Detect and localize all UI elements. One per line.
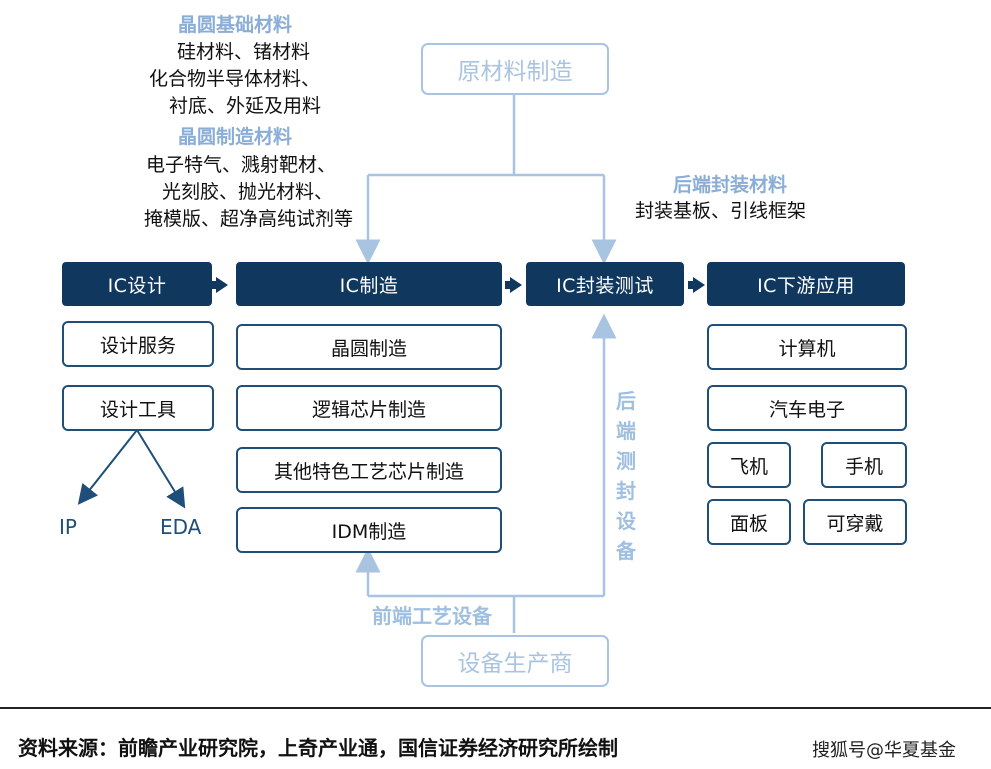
raw-material-connector bbox=[355, 93, 617, 265]
backend-material-line: 封装基板、引线框架 bbox=[635, 200, 807, 222]
downstream-phone: 手机 bbox=[821, 442, 907, 488]
header-ic-design: IC设计 bbox=[62, 262, 212, 306]
downstream-panel: 面板 bbox=[707, 499, 791, 545]
mfg-item-special: 其他特色工艺芯片制造 bbox=[236, 447, 502, 493]
downstream-auto: 汽车电子 bbox=[707, 385, 907, 431]
wafer-base-heading: 晶圆基础材料 bbox=[177, 14, 292, 36]
wafer-mfg-line-3: 掩模版、超净高纯试剂等 bbox=[143, 208, 353, 230]
header-ic-downstream: IC下游应用 bbox=[707, 262, 905, 306]
wafer-mfg-line-1: 电子特气、溅射靶材、 bbox=[145, 154, 336, 176]
downstream-computer: 计算机 bbox=[707, 324, 907, 370]
wafer-base-line-2: 化合物半导体材料、 bbox=[148, 68, 320, 90]
source-footnote: 资料来源：前瞻产业研究院，上奇产业通，国信证券经济研究所绘制 bbox=[18, 736, 618, 760]
mfg-item-wafer: 晶圆制造 bbox=[236, 324, 502, 370]
flow-arrow-3 bbox=[693, 277, 705, 293]
wafer-base-line-3: 衬底、外延及用料 bbox=[168, 95, 321, 117]
downstream-wearable: 可穿戴 bbox=[803, 499, 907, 545]
leaf-eda: EDA bbox=[160, 515, 202, 539]
mfg-item-logic: 逻辑芯片制造 bbox=[236, 385, 502, 431]
raw-material-box: 原材料制造 bbox=[421, 43, 609, 95]
header-ic-manufacturing: IC制造 bbox=[236, 262, 502, 306]
design-service-box: 设计服务 bbox=[62, 321, 214, 367]
mfg-item-idm: IDM制造 bbox=[236, 507, 502, 553]
flow-arrow-2 bbox=[510, 277, 522, 293]
watermark: 搜狐号@华夏基金 bbox=[812, 740, 956, 761]
flow-arrow-1 bbox=[216, 277, 228, 293]
footer-divider bbox=[0, 707, 991, 709]
design-tool-box: 设计工具 bbox=[62, 385, 214, 431]
equipment-connector bbox=[355, 313, 617, 633]
wafer-base-line-1: 硅材料、锗材料 bbox=[176, 41, 310, 63]
backend-equipment-label: 后端测封设备 bbox=[616, 389, 636, 563]
wafer-mfg-heading: 晶圆制造材料 bbox=[177, 126, 292, 148]
equipment-maker-box: 设备生产商 bbox=[421, 635, 609, 687]
header-ic-packaging: IC封装测试 bbox=[526, 262, 684, 306]
backend-material-heading: 后端封装材料 bbox=[672, 174, 787, 196]
design-tool-branches bbox=[77, 429, 186, 509]
frontend-equipment-label: 前端工艺设备 bbox=[372, 604, 492, 628]
leaf-ip: IP bbox=[59, 515, 77, 539]
downstream-aircraft: 飞机 bbox=[707, 442, 791, 488]
flow-arrows bbox=[212, 277, 705, 293]
wafer-mfg-line-2: 光刻胶、抛光材料、 bbox=[161, 181, 333, 203]
